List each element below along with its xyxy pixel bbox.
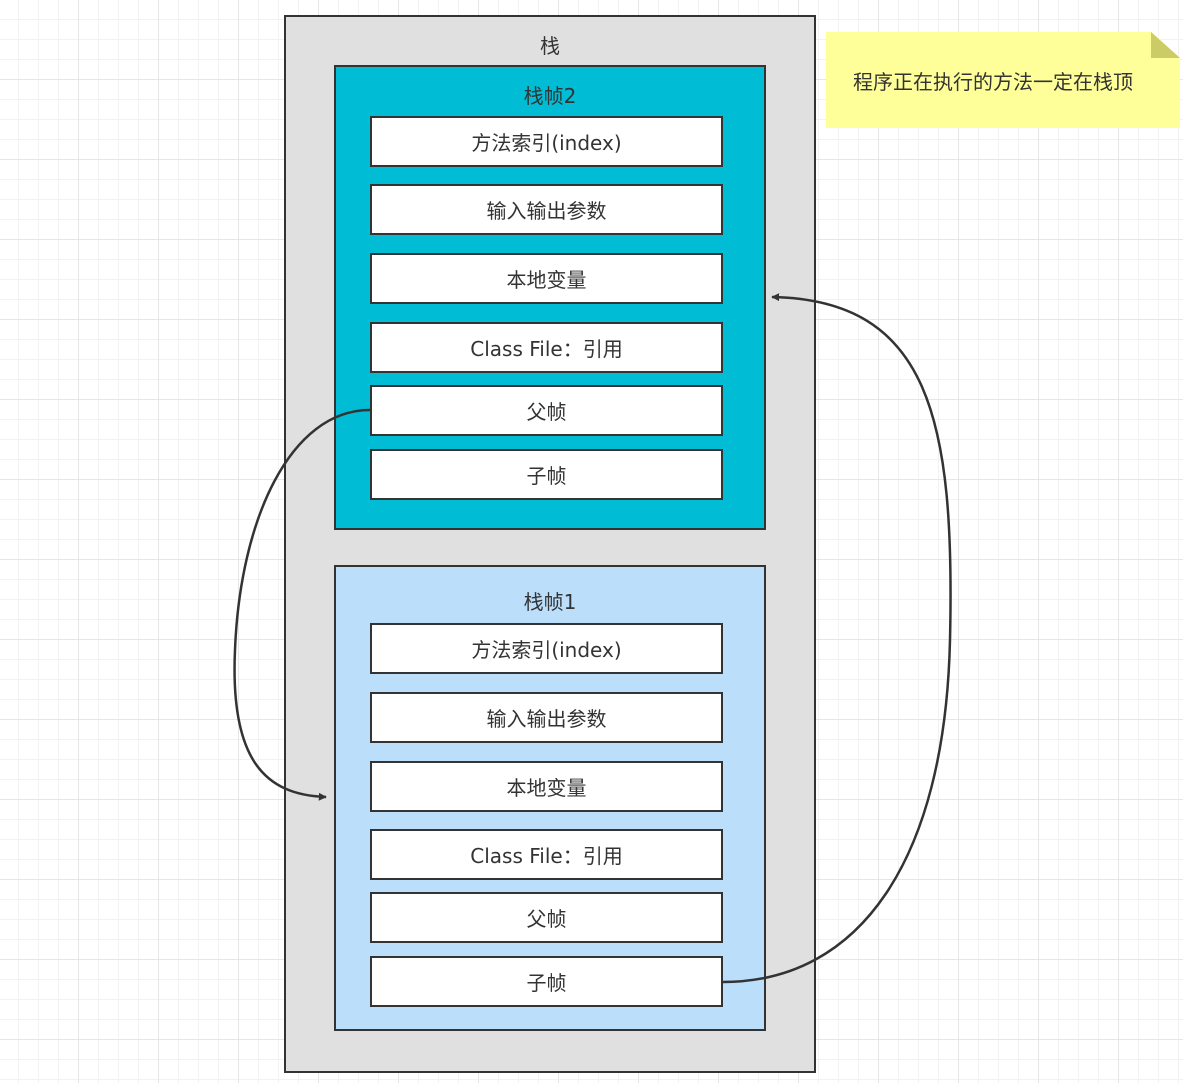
- frame-1-field-parent-frame: 父帧: [370, 892, 723, 943]
- frame-2-field-parent-frame: 父帧: [370, 385, 723, 436]
- frame-2-field-io-params: 输入输出参数: [370, 184, 723, 235]
- frame-1-field-class-file-ref: Class File：引用: [370, 829, 723, 880]
- stack-frame-1-title: 栈帧1: [523, 590, 577, 614]
- frame-2-field-method-index: 方法索引(index): [370, 116, 723, 167]
- frame-2-field-class-file-ref: Class File：引用: [370, 322, 723, 373]
- frame-2-field-child-frame: 子帧: [370, 449, 723, 500]
- sticky-note-text: 程序正在执行的方法一定在栈顶: [853, 69, 1133, 94]
- frame-1-field-io-params: 输入输出参数: [370, 692, 723, 743]
- frame-2-field-local-vars: 本地变量: [370, 253, 723, 304]
- frame-1-field-local-vars: 本地变量: [370, 761, 723, 812]
- frame-1-field-method-index: 方法索引(index): [370, 623, 723, 674]
- frame-1-field-child-frame: 子帧: [370, 956, 723, 1007]
- stack-frame-2-title: 栈帧2: [523, 84, 577, 108]
- sticky-note: [826, 32, 1180, 128]
- stack-title: 栈: [540, 34, 560, 58]
